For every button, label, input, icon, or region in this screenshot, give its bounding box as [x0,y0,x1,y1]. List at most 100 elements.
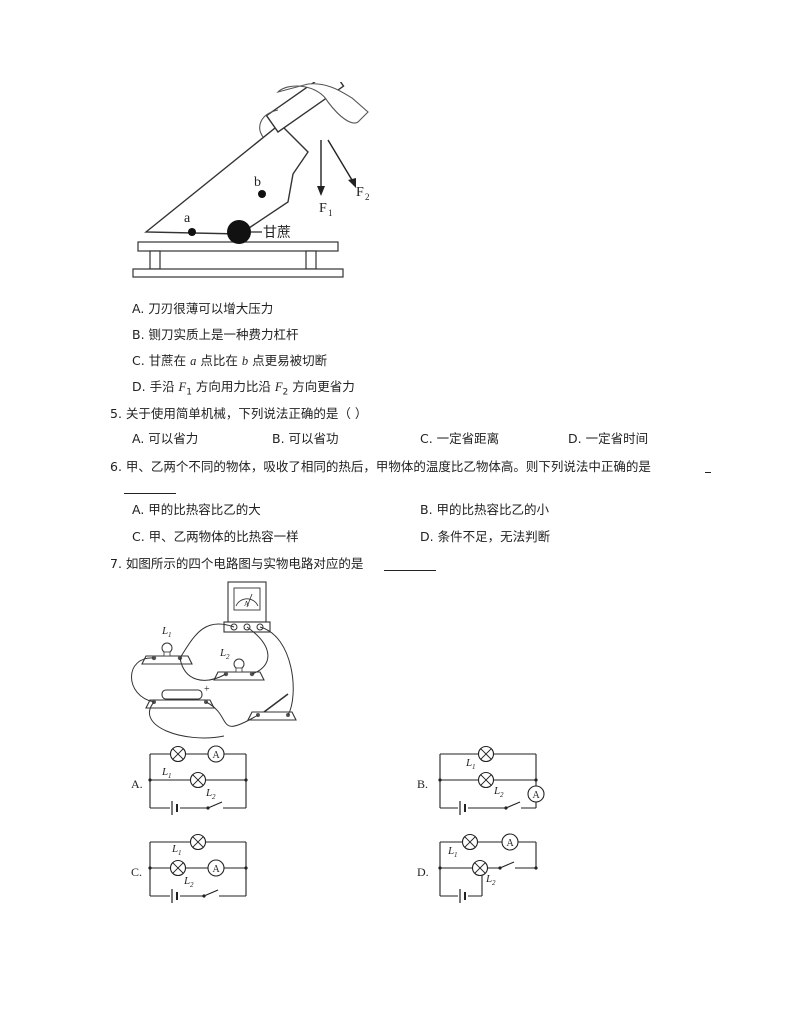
q5-option-c: C. 一定省距离 [420,431,500,446]
junction-dot [438,778,442,782]
ammeter-letter: A [507,838,515,849]
lamp-l1-cross [172,748,184,760]
label-l2: L [485,873,492,885]
label-l2-sub: 2 [212,793,216,801]
switch-blade [207,801,223,809]
f2-arrow [327,139,353,181]
q4-option-d: D. 手沿 F1 方向用力比沿 F2 方向更省力 [132,379,355,398]
option-letter: A. [131,777,143,791]
ammeter-device: A [223,581,271,633]
q6-blank-tail [705,472,711,473]
label-l1: L [171,843,178,855]
q4-option-a: A. 刀刃很薄可以增大压力 [132,301,274,316]
lamp-l1-cross [480,748,492,760]
lamp-l2-cross [480,774,492,786]
ammeter-symbol [527,785,545,803]
lever-cutter-figure: F 1 F 2 a b 甘蔗 [132,82,370,278]
point-b-label: b [254,175,261,190]
q5-option-a: A. 可以省力 [132,431,199,446]
battery-gap [458,800,468,816]
switch-blade [203,889,219,897]
label-l2-sub: 2 [500,791,504,799]
q6-option-a: A. 甲的比热容比乙的大 [132,502,261,517]
base-leg-left [149,250,161,270]
svg-text:L: L [161,625,168,637]
lamp-l2-cross [474,862,486,874]
q4-option-c: C. 甘蔗在 a 点比在 b 点更易被切断 [132,353,328,368]
label-l1-sub: 1 [178,849,182,857]
option-letter: D. [417,865,429,879]
label-l2: L [205,787,212,799]
switch-blade [499,861,515,869]
q7-answer-blank[interactable] [384,570,436,571]
q6-option-b: B. 甲的比热容比乙的小 [420,502,550,517]
q4-option-b: B. 铡刀实质上是一种费力杠杆 [132,327,299,342]
option-letter: B. [417,777,428,791]
lamp-l2-cross [192,774,204,786]
label-l1: L [447,845,454,857]
svg-text:1: 1 [168,631,172,639]
wires [131,623,294,739]
lamp-l2-device: L 2 [213,647,265,681]
svg-text:2: 2 [226,653,230,661]
q6-option-d: D. 条件不足，无法判断 [420,529,551,544]
ammeter-symbol [207,859,225,877]
svg-text:1: 1 [328,208,333,218]
junction-dot [148,778,152,782]
q6-option-c: C. 甲、乙两物体的比热容一样 [132,529,299,544]
point-a [188,228,196,236]
label-l2: L [493,785,500,797]
junction-dot [438,866,442,870]
label-l1: L [465,757,472,769]
sugarcane [227,220,251,244]
junction-dot [148,866,152,870]
junction-dot [534,778,538,782]
svg-text:+: + [204,684,210,695]
label-l1-sub: 1 [472,763,476,771]
battery-device: + [145,684,215,709]
ammeter-letter: A [533,790,541,801]
point-b [258,190,266,198]
junction-dot [244,778,248,782]
label-l2-sub: 2 [492,879,496,887]
q5-stem: 5. 关于使用简单机械，下列说法正确的是（ ） [110,406,368,421]
physical-circuit-figure: A L 1 L 2 + [131,581,297,739]
q5-option-b: B. 可以省功 [272,431,339,446]
q6-answer-blank[interactable] [124,493,176,494]
option-letter: C. [131,865,142,879]
ammeter-letter: A [213,750,221,761]
f1-label: F [319,201,327,216]
label-l1-sub: 1 [168,772,172,780]
lamp-l1-cross [192,836,204,848]
svg-text:L: L [219,647,226,659]
base-leg-right [305,250,317,270]
q7-stem: 7. 如图所示的四个电路图与实物电路对应的是 [110,556,364,571]
junction-dot [534,866,538,870]
sugarcane-label: 甘蔗 [263,225,291,241]
q5-option-d: D. 一定省时间 [568,431,649,446]
switch-device [247,693,297,721]
q6-stem: 6. 甲、乙两个不同的物体，吸收了相同的热后，甲物体的温度比乙物体高。则下列说法… [110,459,651,474]
ammeter-letter: A [213,864,221,875]
battery-gap [170,888,180,904]
battery-gap [458,888,468,904]
label-l1-sub: 1 [454,851,458,859]
lamp-l1-device: L 1 [141,625,193,665]
switch-blade [505,801,521,809]
battery-gap [170,800,180,816]
lamp-l1-cross [464,836,476,848]
label-l2-sub: 2 [190,881,194,889]
junction-dot [244,866,248,870]
point-a-label: a [184,211,191,226]
f2-label: F [356,185,364,200]
ammeter-symbol [207,745,225,763]
hand [276,83,369,124]
blade [144,123,309,235]
base-floor [132,268,344,278]
ammeter-symbol [501,833,519,851]
svg-text:A: A [244,600,249,608]
